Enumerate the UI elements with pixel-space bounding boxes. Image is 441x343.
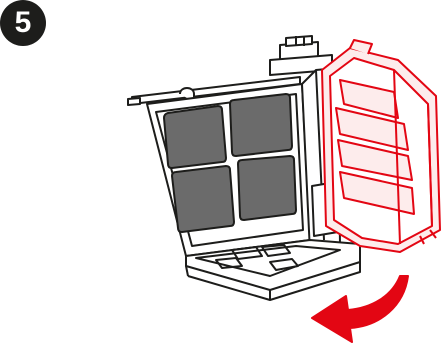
filter-cartridge-highlighted	[322, 40, 440, 252]
filter-panel-bottom-left	[172, 166, 234, 232]
filter-panel-top-right	[230, 94, 292, 156]
rotate-arrow-icon	[312, 276, 408, 342]
filter-panel-bottom-right	[238, 156, 296, 220]
filter-panel-top-left	[164, 106, 226, 168]
